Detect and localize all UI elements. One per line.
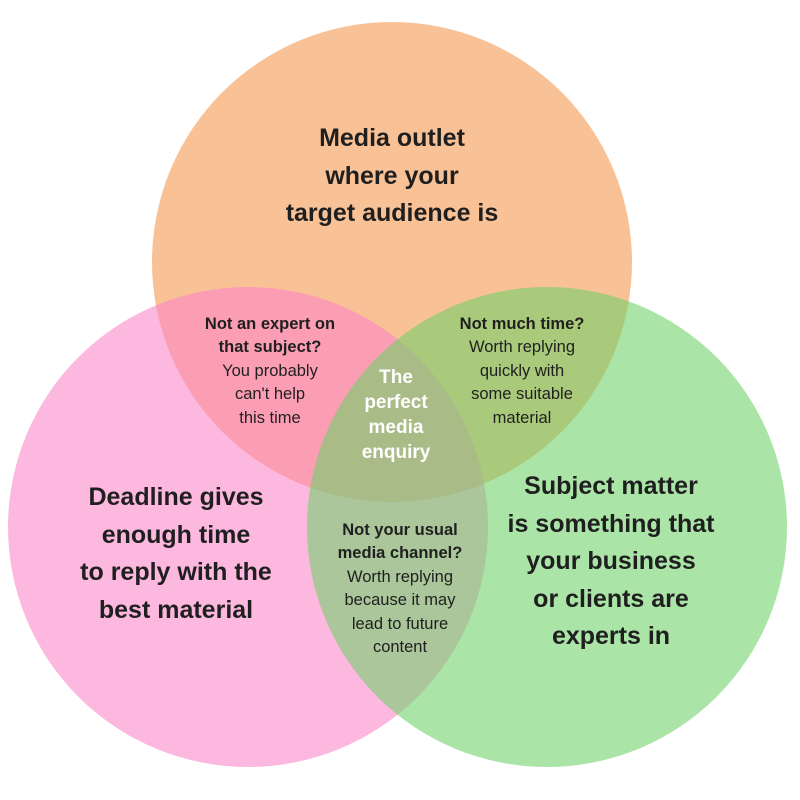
overlap-body: content (372, 638, 428, 657)
overlap-body: lead to future (351, 614, 449, 633)
label-line: or clients are (533, 584, 689, 613)
label-line: your business (526, 547, 696, 575)
overlap-heading: media channel? (337, 544, 463, 563)
label-line: Subject matter (524, 472, 698, 500)
center-line: enquiry (361, 442, 431, 464)
overlap-body: material (492, 408, 552, 427)
overlap-top-right-label: Not much time? Worth replying quickly wi… (432, 313, 612, 430)
circle-right (307, 287, 787, 767)
overlap-heading: Not an expert on (204, 315, 336, 333)
label-line: best material (98, 595, 254, 624)
overlap-body: some suitable (471, 385, 573, 404)
label-line: experts in (551, 622, 671, 650)
overlap-body: Worth replying (468, 338, 576, 357)
center-intersection-label: The perfect media enquiry (336, 365, 456, 465)
overlap-body: quickly with (479, 361, 565, 380)
circle-right-label: Subject matter is something that your bu… (470, 468, 752, 656)
center-line: perfect (364, 392, 428, 414)
label-line: to reply with the (80, 558, 272, 586)
center-line: media (368, 417, 424, 439)
overlap-body: because it may (344, 591, 456, 610)
label-line: Media outlet (319, 124, 465, 152)
overlap-body: can't help (234, 385, 306, 404)
label-line: target audience is (285, 199, 499, 227)
label-line: Deadline gives (88, 483, 264, 511)
overlap-heading: Not your usual (342, 521, 458, 539)
overlap-top-left-label: Not an expert on that subject? You proba… (180, 313, 360, 430)
overlap-body: this time (239, 408, 301, 427)
circle-top-label: Media outlet where your target audience … (232, 120, 552, 233)
label-line: enough time (101, 520, 251, 549)
overlap-body: Worth replying (346, 567, 454, 586)
overlap-left-right-label: Not your usual media channel? Worth repl… (310, 519, 490, 660)
overlap-heading: that subject? (218, 338, 322, 357)
label-line: where your (325, 161, 459, 190)
circle-left-label: Deadline gives enough time to reply with… (30, 479, 322, 629)
overlap-heading: Not much time? (459, 315, 585, 333)
overlap-body: You probably (222, 361, 318, 380)
center-line: The (379, 367, 413, 388)
label-line: is something that (507, 509, 715, 538)
